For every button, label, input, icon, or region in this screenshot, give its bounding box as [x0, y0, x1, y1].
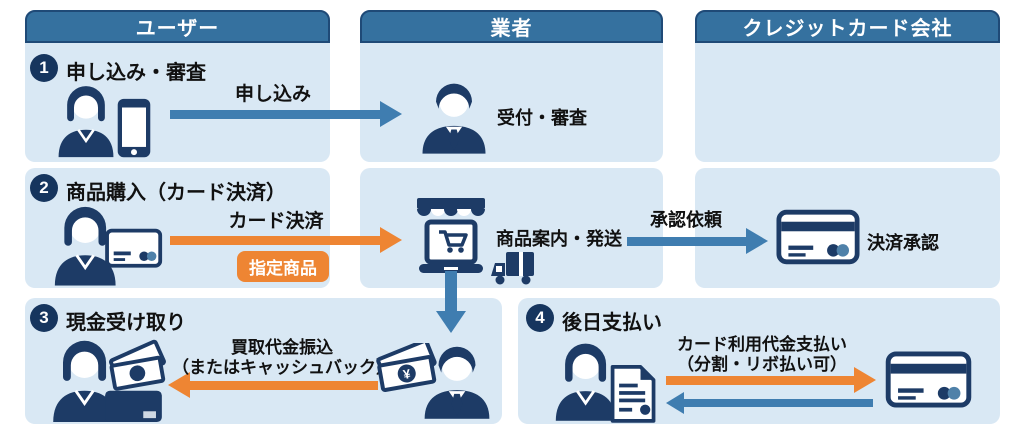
- credit-card-icon: [776, 209, 860, 265]
- step-3-title: 現金受け取り: [66, 312, 186, 334]
- step-4-badge: 4: [526, 304, 554, 332]
- panel-vendor-row1: 業者: [360, 10, 663, 162]
- goods-shipping-label: 商品案内・発送: [496, 229, 622, 249]
- arrow-head: [380, 227, 402, 253]
- credit-card-icon: [885, 351, 972, 408]
- arrow-shaft: [188, 380, 378, 390]
- arrow-head: [746, 228, 768, 254]
- online-store-icon: [417, 198, 485, 273]
- arrow-head: [666, 392, 684, 414]
- step-3-badge: 3: [30, 304, 58, 332]
- user-credit-card-icon: [53, 205, 163, 286]
- merchant-icon: [424, 346, 490, 419]
- arrow-shaft: [684, 399, 873, 407]
- payment-approval-label: 決済承認: [867, 233, 939, 253]
- application-arrow-label: 申し込み: [234, 84, 311, 105]
- user-receiving-cash-icon: [51, 339, 166, 423]
- step-1-badge: 1: [30, 54, 58, 82]
- arrow-shaft: [666, 375, 856, 385]
- arrow-shaft: [170, 109, 382, 119]
- card-bill-label-line2: （分割・リボ払い可）: [677, 355, 847, 374]
- arrow-head: [854, 367, 876, 393]
- purchase-transfer-label-line2: （またはキャッシュバック）: [172, 358, 393, 377]
- designated-goods-badge: 指定商品: [237, 251, 329, 282]
- receptionist-icon: [422, 83, 486, 154]
- user-smartphone-icon: [57, 84, 151, 158]
- card-bill-payment-arrow: [666, 367, 876, 393]
- arrow-head: [168, 372, 190, 398]
- billing-return-arrow: [666, 392, 873, 414]
- approval-request-arrow-label: 承認依頼: [650, 210, 722, 230]
- purchase-transfer-arrow: [168, 372, 378, 398]
- column-header-user: ユーザー: [25, 10, 330, 43]
- application-arrow: [170, 101, 402, 127]
- arrow-shaft: [170, 235, 382, 245]
- column-header-cardcompany: クレジットカード会社: [695, 10, 1000, 43]
- approval-request-arrow: [627, 228, 768, 254]
- card-payment-arrow-label: カード決済: [228, 211, 324, 232]
- card-payment-arrow: [170, 227, 402, 253]
- step-2-badge: 2: [30, 174, 58, 202]
- delivery-truck-icon: [491, 252, 534, 285]
- user-document-icon: [554, 342, 656, 423]
- panel-cardcompany-row1: クレジットカード会社: [695, 10, 1000, 162]
- arrow-head: [436, 311, 466, 333]
- arrow-head: [380, 101, 402, 127]
- step-4-title: 後日支払い: [562, 312, 662, 334]
- purchase-transfer-label-line1: 買取代金振込: [231, 338, 333, 357]
- step-2-title: 商品購入（カード決済）: [66, 182, 286, 204]
- delivery-down-arrow: [436, 271, 466, 333]
- column-header-vendor: 業者: [360, 10, 663, 43]
- card-bill-label-line1: カード利用代金支払い: [677, 335, 847, 354]
- yen-mark: ¥: [402, 366, 412, 382]
- arrow-shaft: [445, 271, 457, 313]
- yen-bills-icon: ¥: [376, 343, 437, 393]
- arrow-shaft: [627, 236, 748, 246]
- step-1-title: 申し込み・審査: [66, 62, 206, 84]
- reception-label: 受付・審査: [497, 108, 587, 128]
